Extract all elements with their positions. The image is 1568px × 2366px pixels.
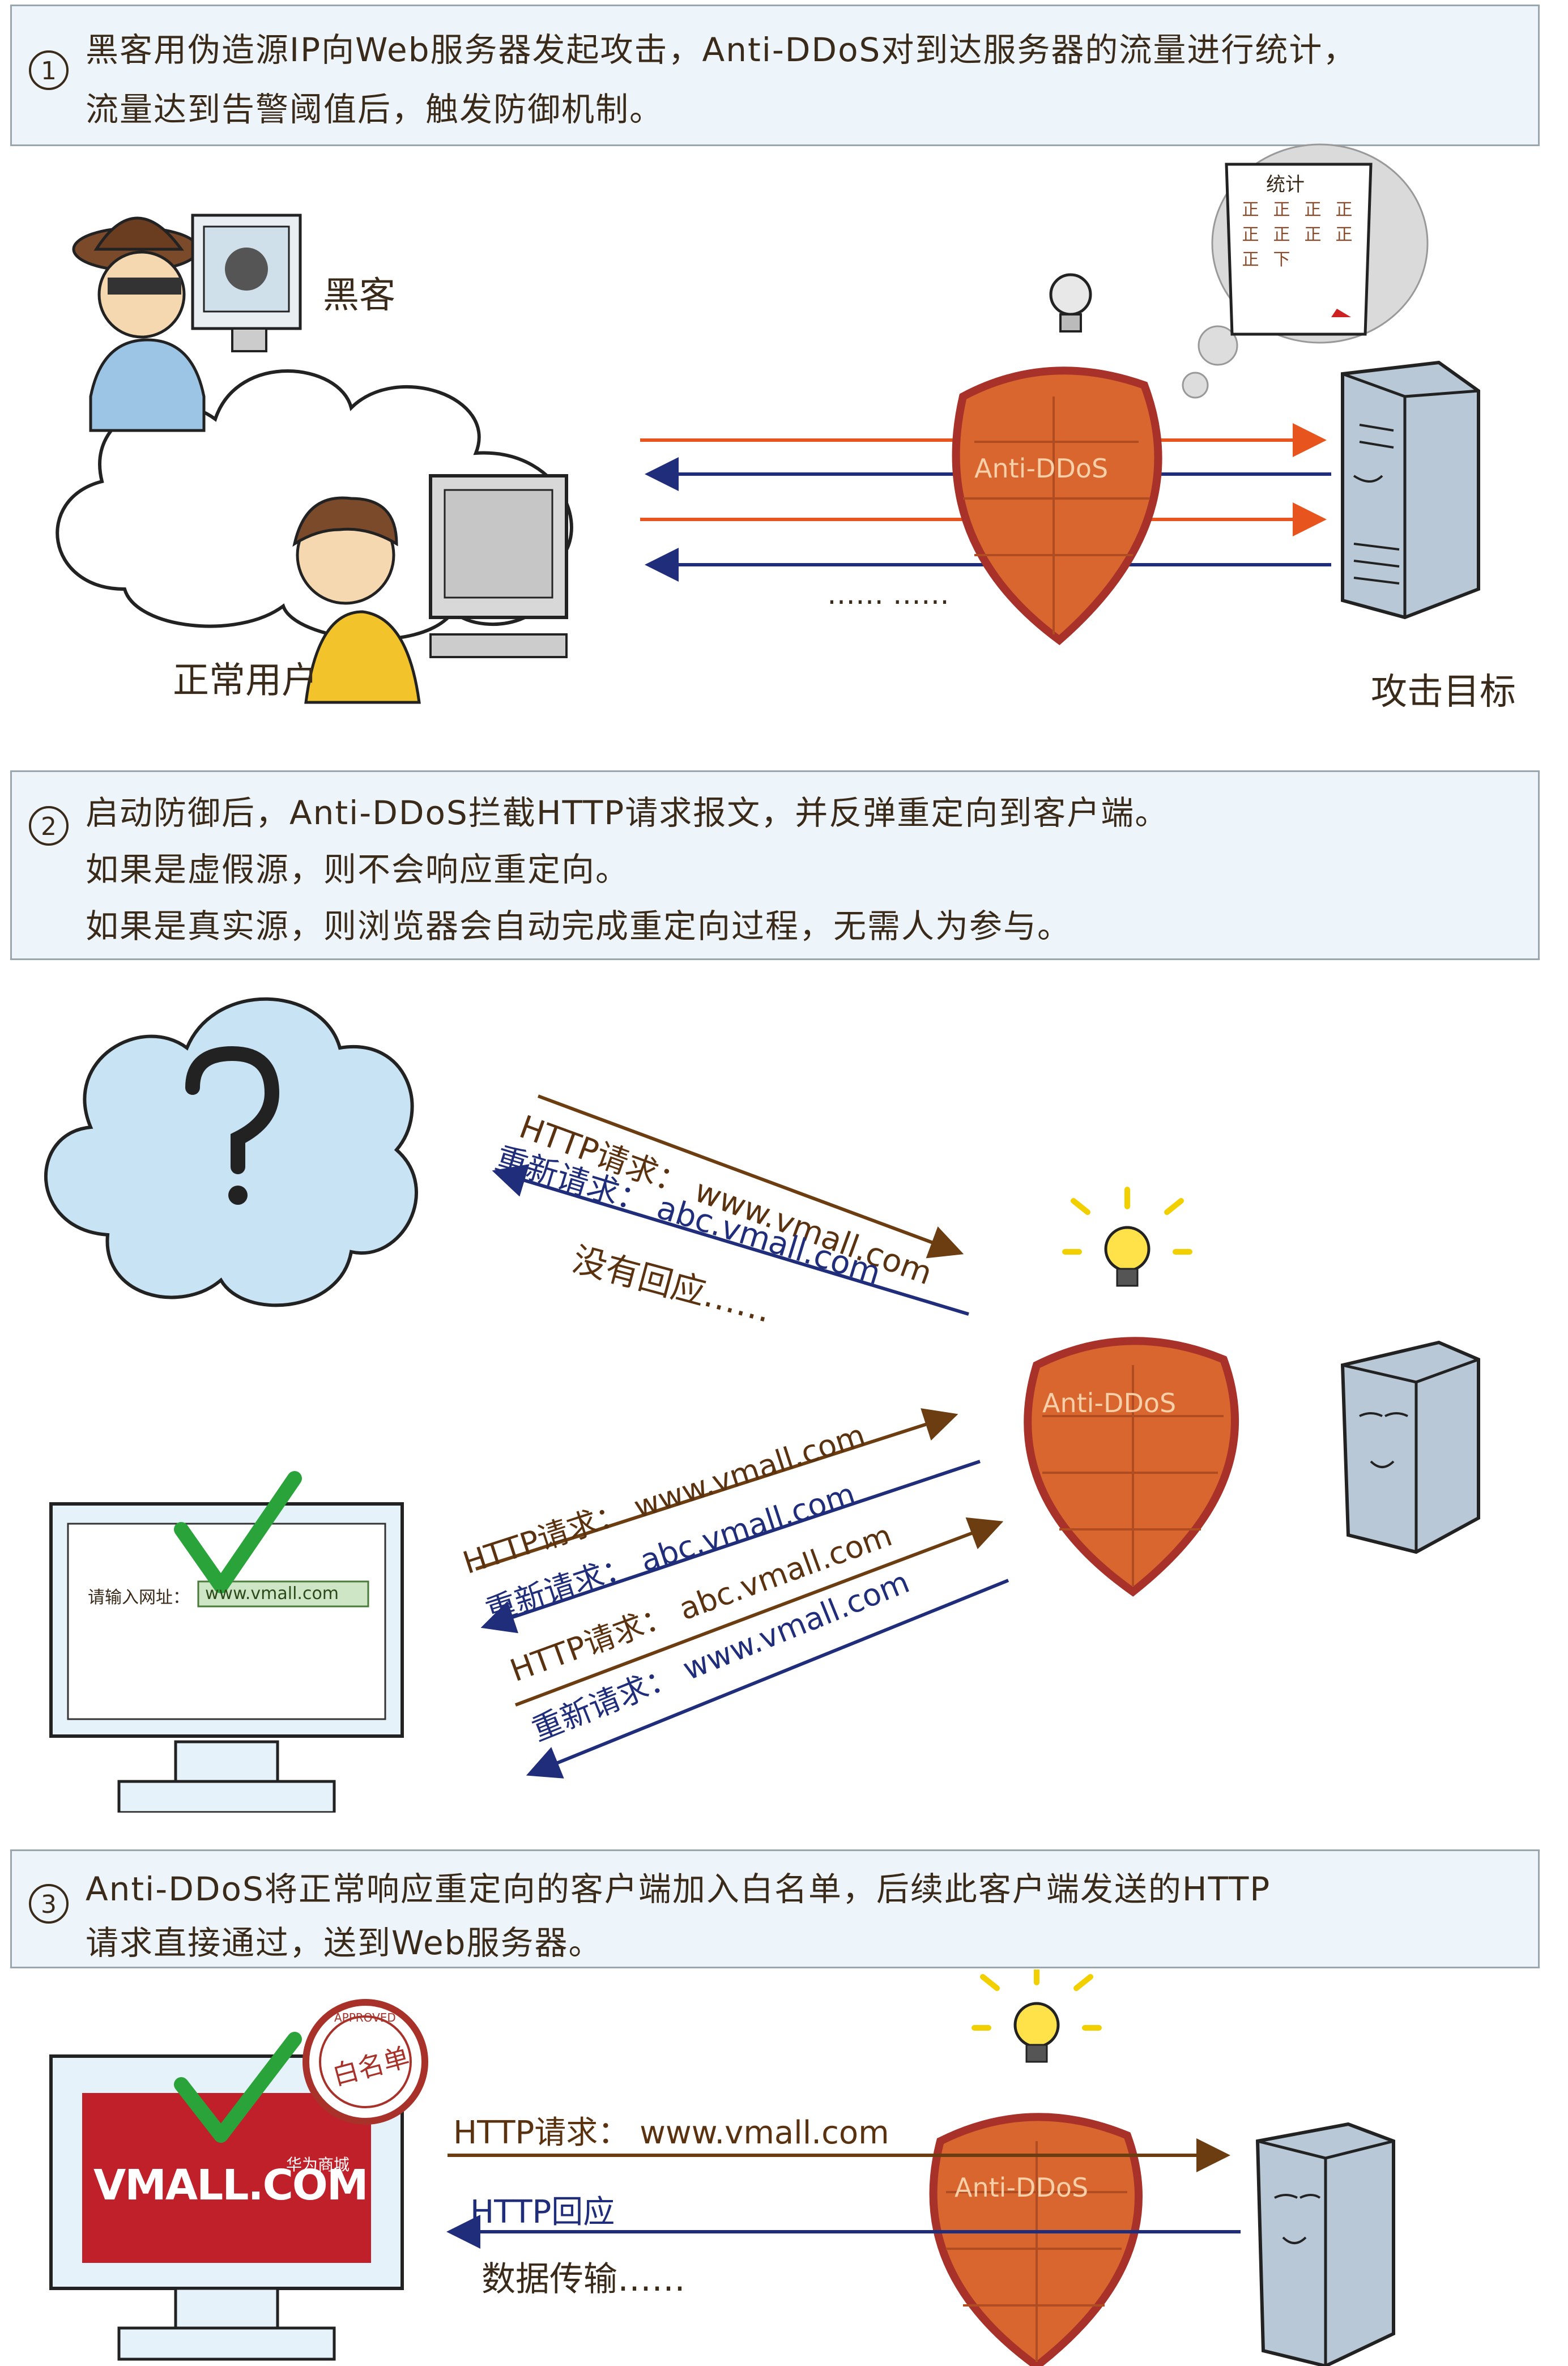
url-prompt-label: 请输入网址： [88, 1588, 190, 1608]
target-label: 攻击目标 [1371, 671, 1516, 713]
url-input[interactable]: www.vmall.com [205, 1584, 339, 1604]
step3-http-request-label: HTTP请求： www.vmall.com [453, 2115, 889, 2151]
server-icon [1255, 2122, 1395, 2366]
normal-user-label: 正常用户 [173, 660, 318, 702]
thought-bubble-icon [1182, 143, 1429, 399]
shield-icon [952, 366, 1162, 645]
stats-cell: 下 [1273, 250, 1290, 270]
step3-http-response-label: HTTP回应 [470, 2194, 615, 2231]
step1-line-2: 流量达到告警阈值后，触发防御机制。 [86, 90, 664, 129]
stats-cell: 正 [1273, 225, 1290, 245]
step1-scene [56, 143, 1480, 704]
stats-cell: 正 [1242, 200, 1259, 220]
step3-line-1: Anti-DDoS将正常响应重定向的客户端加入白名单，后续此客户端发送的HTTP [86, 1870, 1271, 1908]
checkmark-icon [174, 1471, 302, 1593]
checkmark-icon [174, 2032, 302, 2143]
stats-cell: 正 [1335, 200, 1353, 220]
step2-number: 2 [29, 806, 69, 846]
lightbulb-on-icon [972, 1969, 1102, 2063]
shield-icon [929, 2113, 1143, 2366]
lightbulb-on-icon [1062, 1187, 1192, 1287]
stamp-ring-text: APPROVED [334, 2011, 396, 2024]
step1-ellipsis: …… …… [827, 578, 949, 611]
step3-number: 3 [29, 1884, 69, 1924]
lightbulb-off-icon [1049, 273, 1092, 332]
step2-scene [44, 997, 1480, 1813]
step1-shield-label: Anti-DDoS [974, 453, 1109, 484]
step3-scene [49, 1969, 1395, 2366]
step3-line-2: 请求直接通过，送到Web服务器。 [86, 1924, 603, 1962]
stats-cell: 正 [1242, 250, 1259, 270]
stats-cell: 正 [1242, 225, 1259, 245]
step1-panel: 1 黑客用伪造源IP向Web服务器发起攻击，Anti-DDoS对到达服务器的流量… [10, 5, 1540, 146]
stats-cell: 正 [1273, 200, 1290, 220]
step1-number: 1 [29, 50, 69, 90]
hacker-figure-icon [72, 214, 302, 432]
step3-data-transfer-label: 数据传输…… [482, 2260, 685, 2299]
hacker-label: 黑客 [323, 275, 395, 317]
vmall-sub: 华为商城 [286, 2155, 350, 2174]
whitelist-stamp-icon [302, 1999, 428, 2125]
stats-title: 统计 [1266, 173, 1305, 196]
step2-panel: 2 启动防御后，Anti-DDoS拦截HTTP请求报文，并反弹重定向到客户端。 … [10, 770, 1540, 960]
stats-grid: 正 正 正 正 正 正 正 正 正 下 [1235, 195, 1360, 270]
vmall-logo: VMALL.COM [93, 2161, 368, 2210]
shield-icon [1024, 1337, 1239, 1597]
step2-shield-label: Anti-DDoS [1042, 1388, 1177, 1418]
step2-line-2: 如果是虚假源，则不会响应重定向。 [86, 850, 630, 889]
stats-cell: 正 [1304, 200, 1322, 220]
step3-shield-label: Anti-DDoS [955, 2172, 1089, 2203]
monitor-icon [49, 1502, 404, 1813]
step1-line-1: 黑客用伪造源IP向Web服务器发起攻击，Anti-DDoS对到达服务器的流量进行… [86, 31, 1357, 69]
step2-line-3: 如果是真实源，则浏览器会自动完成重定向过程，无需人为参与。 [86, 907, 1072, 945]
stats-cell: 正 [1335, 225, 1353, 245]
question-cloud-icon [44, 997, 419, 1307]
step2-line-1: 启动防御后，Anti-DDoS拦截HTTP请求报文，并反弹重定向到客户端。 [86, 794, 1169, 832]
server-icon [1341, 360, 1480, 620]
server-icon [1340, 1340, 1480, 1554]
normal-user-figure-icon [292, 474, 568, 704]
stats-cell: 正 [1304, 225, 1322, 245]
step3-panel: 3 Anti-DDoS将正常响应重定向的客户端加入白名单，后续此客户端发送的HT… [10, 1849, 1540, 1968]
